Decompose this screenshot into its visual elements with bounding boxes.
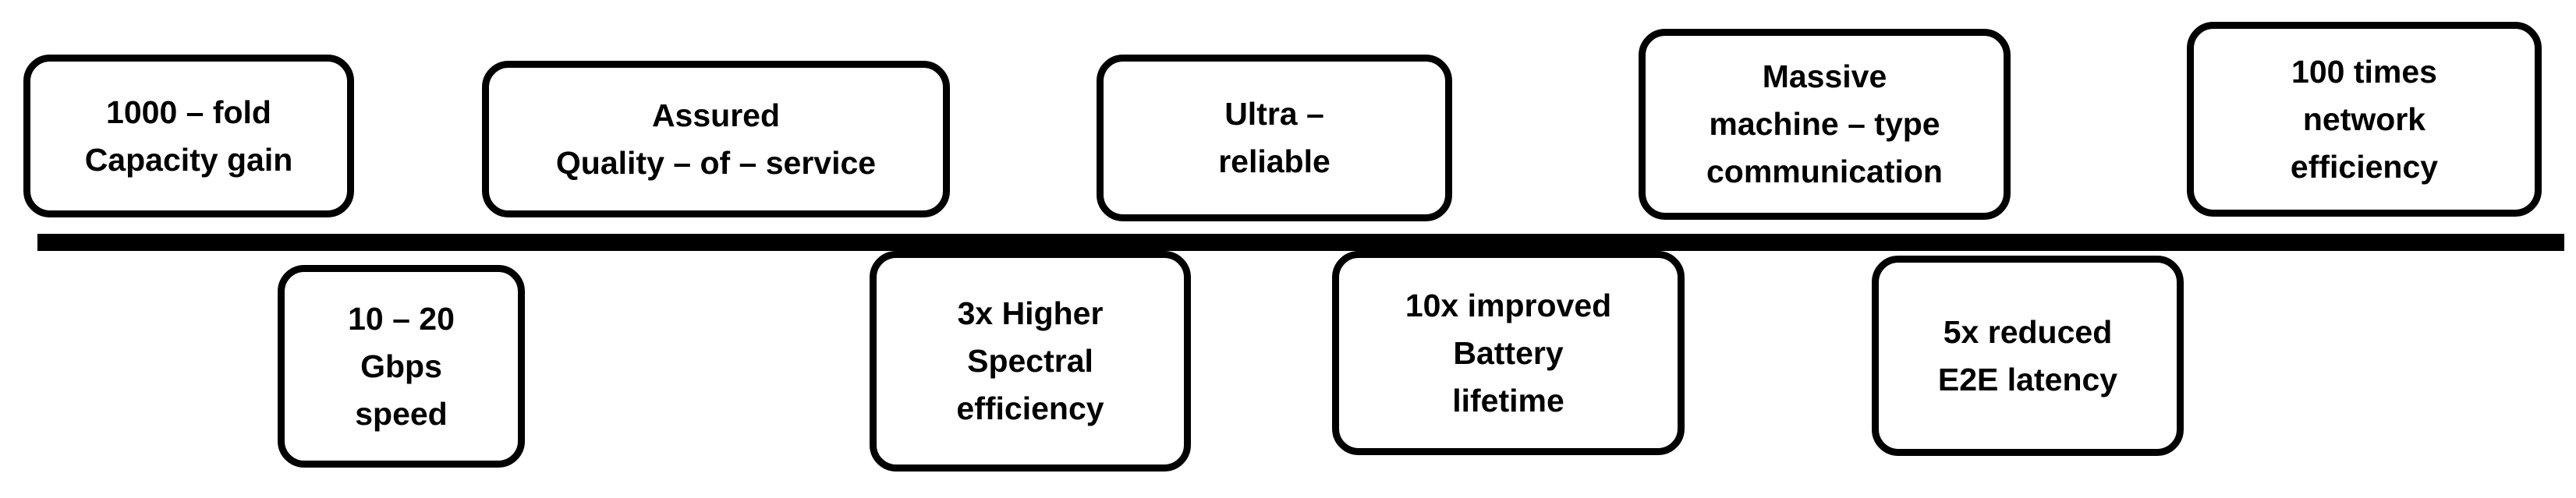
box-label: 5x reduced E2E latency	[1937, 313, 2118, 397]
box-machine-type-communication: Massive machine – type communication	[1639, 29, 2011, 220]
box-spectral-efficiency: 3x Higher Spectral efficiency	[870, 251, 1191, 472]
box-label: 10x improved Battery lifetime	[1405, 287, 1612, 419]
box-e2e-latency: 5x reduced E2E latency	[1872, 256, 2184, 456]
box-capacity-gain: 1000 – fold Capacity gain	[23, 55, 354, 217]
box-label: 10 – 20 Gbps speed	[348, 300, 455, 432]
box-label: 3x Higher Spectral efficiency	[956, 295, 1104, 426]
box-label: 100 times network efficiency	[2290, 53, 2439, 185]
box-ultra-reliable: Ultra – reliable	[1097, 55, 1452, 221]
box-label: Assured Quality – of – service	[555, 97, 877, 181]
box-battery-lifetime: 10x improved Battery lifetime	[1332, 251, 1685, 455]
box-gbps-speed: 10 – 20 Gbps speed	[278, 265, 525, 468]
box-label: Ultra – reliable	[1218, 96, 1331, 179]
box-label: 1000 – fold Capacity gain	[84, 94, 293, 178]
box-label: Massive machine – type communication	[1706, 58, 1943, 189]
timeline-bar	[37, 234, 2564, 251]
box-quality-of-service: Assured Quality – of – service	[482, 61, 950, 217]
box-network-efficiency: 100 times network efficiency	[2187, 22, 2542, 217]
